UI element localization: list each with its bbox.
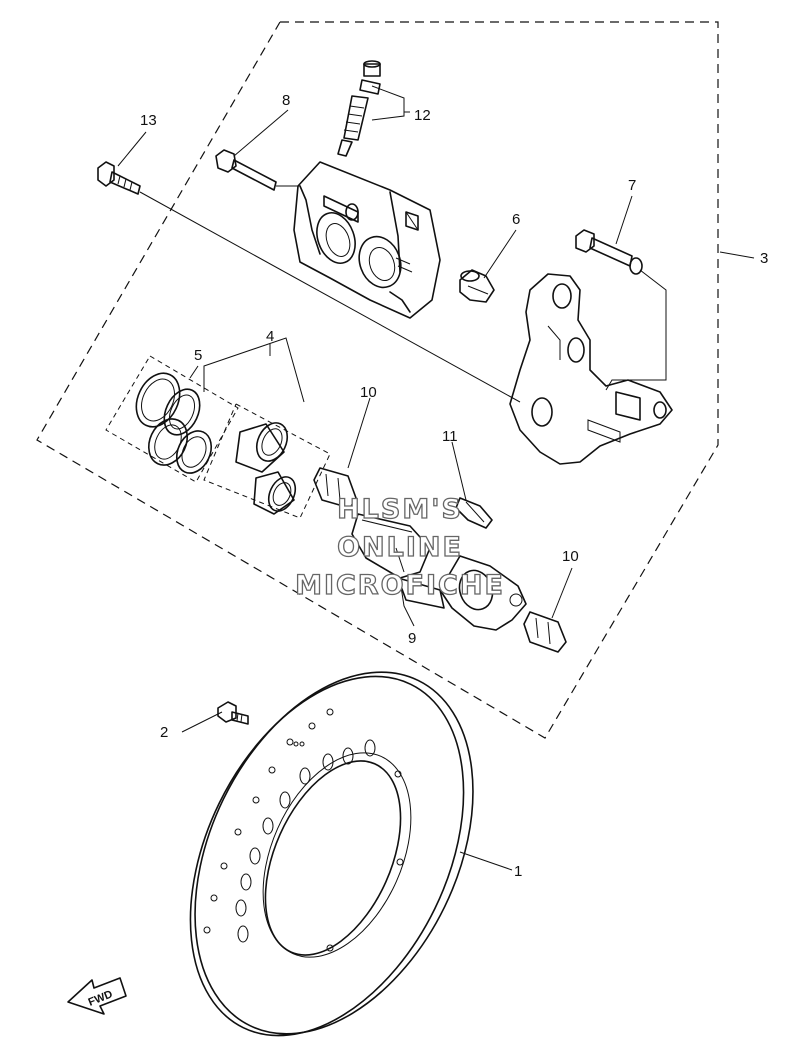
callout-10-lower: 10 (562, 548, 579, 565)
caliper-body[interactable] (293, 161, 441, 319)
callout-12: 12 (414, 107, 431, 124)
callout-4: 4 (266, 328, 274, 345)
callout-5: 5 (194, 347, 202, 364)
brake-pad-outer[interactable] (397, 555, 527, 631)
callout-13: 13 (140, 112, 157, 129)
forward-direction-arrow: FWD (67, 977, 127, 1015)
callout-7: 7 (628, 177, 636, 194)
brake-disc[interactable] (135, 627, 528, 1058)
disc-holes (203, 708, 404, 952)
mounting-bolt-long[interactable] (97, 161, 141, 195)
callout-10-upper: 10 (360, 384, 377, 401)
watermark: HLSM'S ONLINE MICROFICHE (294, 493, 505, 601)
disc-bolt[interactable] (217, 701, 249, 725)
bleed-screw[interactable] (337, 60, 381, 157)
watermark-line-2: ONLINE (337, 532, 463, 563)
caliper-pistons[interactable] (235, 418, 300, 515)
seal-kit-box (105, 355, 239, 483)
callout-9: 9 (408, 630, 416, 647)
pad-support-upper[interactable] (313, 467, 357, 509)
callout-labels: 1 2 3 4 5 6 7 8 9 10 10 11 12 13 (140, 92, 768, 880)
watermark-line-1: HLSM'S (337, 494, 463, 525)
pad-support-lower[interactable] (523, 611, 567, 653)
callout-8: 8 (282, 92, 290, 109)
pad-pin-bolt[interactable] (215, 149, 277, 191)
pad-shim[interactable] (455, 497, 493, 529)
callout-11: 11 (442, 428, 458, 445)
callout-2: 2 (160, 724, 168, 741)
caliper-bracket[interactable] (509, 273, 673, 465)
watermark-line-3: MICROFICHE (295, 570, 505, 601)
slide-pin[interactable] (575, 229, 643, 275)
callout-6: 6 (512, 211, 520, 228)
callout-3: 3 (760, 250, 768, 267)
brake-pad-inner[interactable] (351, 513, 431, 579)
piston-box (203, 403, 331, 519)
caliper-assembly-boundary (36, 21, 719, 739)
pin-boot[interactable] (459, 269, 495, 303)
leader-lines (117, 85, 755, 871)
seal-kit[interactable] (128, 366, 218, 479)
callout-1: 1 (514, 863, 522, 880)
